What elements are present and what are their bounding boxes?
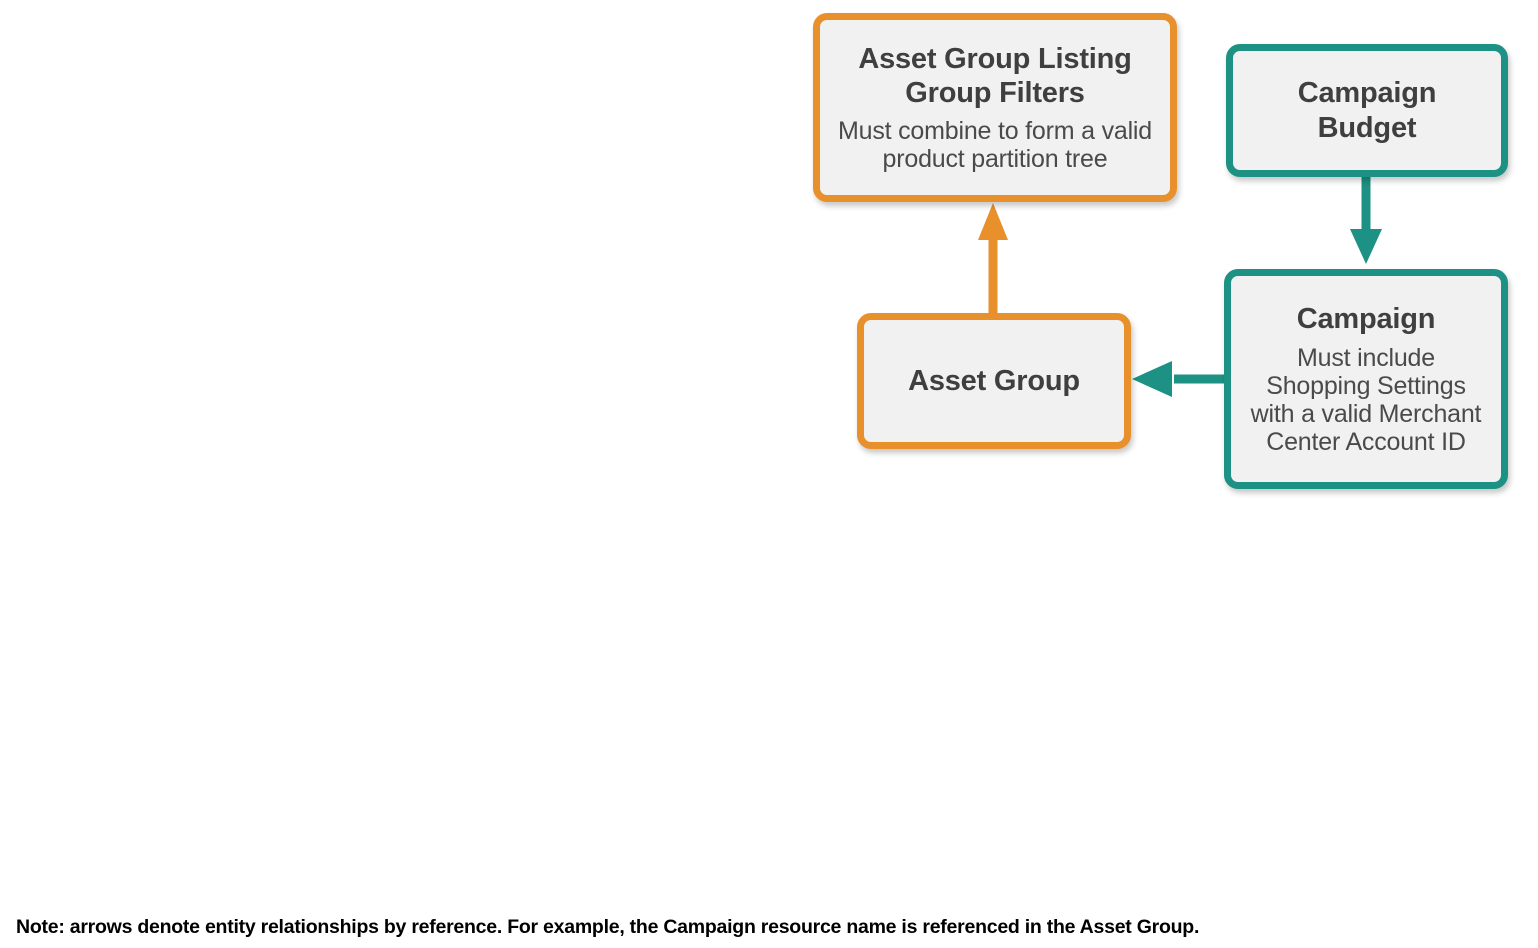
node-title: Asset Group Listing Group Filters [858, 42, 1132, 109]
node-asset-group-listing-group-filters[interactable]: Asset Group Listing Group Filters Must c… [813, 13, 1177, 202]
node-title: Asset Group [908, 364, 1080, 397]
connector-campaign-to-asset-group [1132, 361, 1227, 397]
node-title: Campaign Budget [1297, 77, 1437, 144]
node-campaign[interactable]: Campaign Must include Shopping Settings … [1224, 269, 1508, 489]
diagram-note: Note: arrows denote entity relationships… [16, 916, 1200, 938]
connector-campaign-budget-to-campaign [1350, 172, 1382, 264]
connector-asset-group-to-listing-group-filters [978, 203, 1008, 316]
node-subtitle: Must combine to form a valid product par… [838, 117, 1152, 174]
node-title: Campaign [1296, 303, 1436, 336]
node-asset-group[interactable]: Asset Group [857, 313, 1131, 449]
node-subtitle: Must include Shopping Settings with a va… [1250, 343, 1482, 456]
node-campaign-budget[interactable]: Campaign Budget [1226, 44, 1508, 177]
